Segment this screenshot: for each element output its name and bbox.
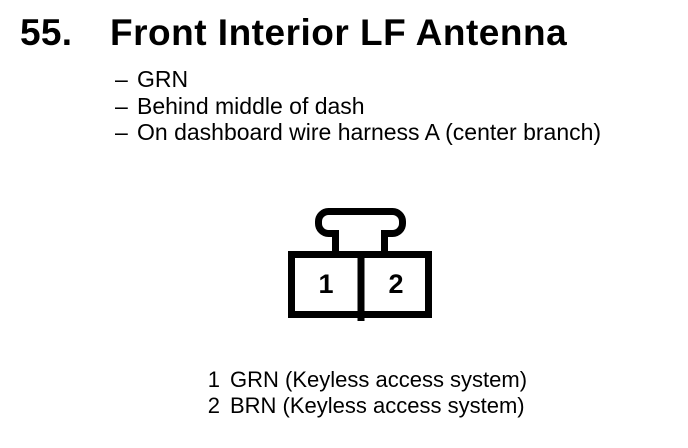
bullet-dash: – [115, 92, 128, 119]
legend-row: 2 BRN (Keyless access system) [207, 393, 527, 419]
section-number: 55. [20, 12, 73, 53]
detail-text: Behind middle of dash [137, 92, 365, 119]
pin-number-2: 2 [388, 269, 403, 299]
detail-item: – On dashboard wire harness A (center br… [115, 119, 601, 146]
detail-list: – GRN – Behind middle of dash – On dashb… [115, 66, 601, 146]
pin-legend: 1 GRN (Keyless access system) 2 BRN (Key… [207, 367, 527, 419]
detail-item: – GRN [115, 66, 601, 93]
detail-text: GRN [137, 66, 189, 92]
page-title: Front Interior LF Antenna [110, 12, 568, 53]
legend-pin-number: 2 [207, 393, 220, 418]
bullet-dash: – [115, 119, 128, 145]
legend-row: 1 GRN (Keyless access system) [207, 367, 527, 393]
legend-pin-number: 1 [207, 367, 220, 392]
legend-pin-label: GRN (Keyless access system) [230, 367, 528, 392]
bullet-dash: – [115, 66, 128, 92]
detail-text: On dashboard wire harness A (center bran… [137, 119, 602, 145]
legend-pin-label: BRN (Keyless access system) [230, 393, 525, 418]
pin-number-1: 1 [318, 269, 333, 299]
connector-diagram: 1 2 [288, 208, 432, 321]
detail-item: – Behind middle of dash [115, 93, 601, 120]
connector-latch-tab [315, 208, 406, 258]
